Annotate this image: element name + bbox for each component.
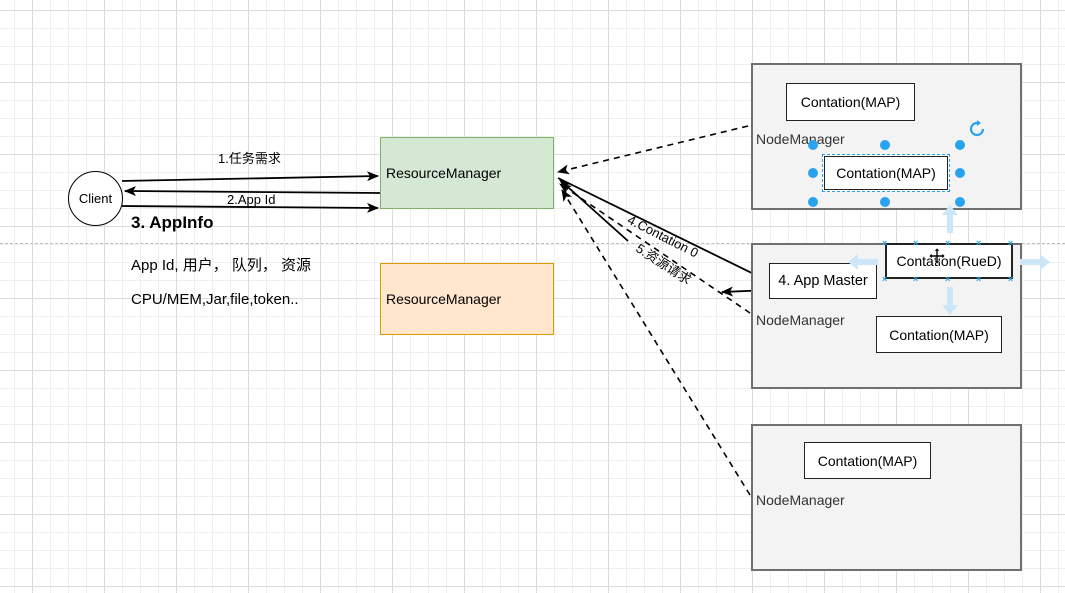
edge-resource-request[interactable] [559,183,751,314]
resize-handle[interactable] [955,140,965,150]
app-master-label: 4. App Master [778,273,868,289]
edge-label-task-request: 1.任务需求 [218,151,281,166]
resize-handle[interactable] [808,168,818,178]
edge-app-info[interactable] [121,202,379,213]
app-master[interactable]: 4. App Master [769,263,877,299]
container-rued-selected[interactable]: Contation(RueD) [885,243,1013,279]
container-map-selected[interactable]: Contation(MAP) [822,154,950,192]
edge-contation-0[interactable] [557,177,767,281]
container-label: Contation(MAP) [836,165,936,181]
resource-manager-primary[interactable]: ResourceManager [380,137,554,209]
page-break-line [0,243,1065,244]
container-map[interactable]: Contation(MAP) [804,442,931,479]
connection-point[interactable]: × [976,238,982,248]
container-label: Contation(RueD) [896,253,1002,269]
edge-label-app-info: 3. AppInfo [131,213,214,232]
edge-nm1-heartbeat[interactable] [557,125,749,175]
container-label: Contation(MAP) [817,452,918,469]
resize-handle[interactable] [808,197,818,207]
move-cursor-icon [929,248,945,264]
container-map[interactable]: Contation(MAP) [876,316,1002,353]
node-manager-label: NodeManager [756,131,845,147]
connection-point[interactable]: × [882,274,888,284]
container-map[interactable]: Contation(MAP) [786,83,915,121]
connection-point[interactable]: × [945,238,951,248]
resource-manager-label: ResourceManager [386,165,502,181]
appinfo-line-1: App Id, 用户， 队列， 资源 [131,257,312,274]
container-label: Contation(MAP) [800,94,901,110]
resize-handle[interactable] [880,197,890,207]
connect-arrow-right-icon[interactable] [1020,252,1050,272]
node-manager-label: NodeManager [756,492,845,508]
connection-point[interactable]: × [945,274,951,284]
client-label: Client [78,191,113,206]
connection-point[interactable]: × [1008,238,1014,248]
connection-point[interactable]: × [913,238,919,248]
client-node[interactable]: Client [68,171,123,226]
resource-manager-label: ResourceManager [386,291,502,307]
connection-point[interactable]: × [913,274,919,284]
edge-task-request[interactable] [121,171,379,182]
connection-point[interactable]: × [1008,274,1014,284]
edge-contation-0-back[interactable] [559,179,629,242]
node-manager-label: NodeManager [756,312,845,328]
connect-arrow-up-icon[interactable] [940,205,960,233]
appinfo-line-2: CPU/MEM,Jar,file,token.. [131,291,299,308]
container-label: Contation(MAP) [889,326,989,343]
connect-arrow-left-icon[interactable] [848,252,878,272]
resize-handle[interactable] [955,168,965,178]
resize-handle[interactable] [880,140,890,150]
connection-point[interactable]: × [882,238,888,248]
edge-app-id[interactable] [124,186,381,197]
connect-arrow-down-icon[interactable] [940,287,960,315]
connection-point[interactable]: × [976,274,982,284]
resource-manager-standby[interactable]: ResourceManager [380,263,554,335]
rotate-icon[interactable] [968,120,986,138]
resize-handle[interactable] [808,140,818,150]
resize-handle[interactable] [955,197,965,207]
edge-label-app-id: 2.App Id [227,192,276,207]
edge-nm3-heartbeat[interactable] [561,189,751,496]
